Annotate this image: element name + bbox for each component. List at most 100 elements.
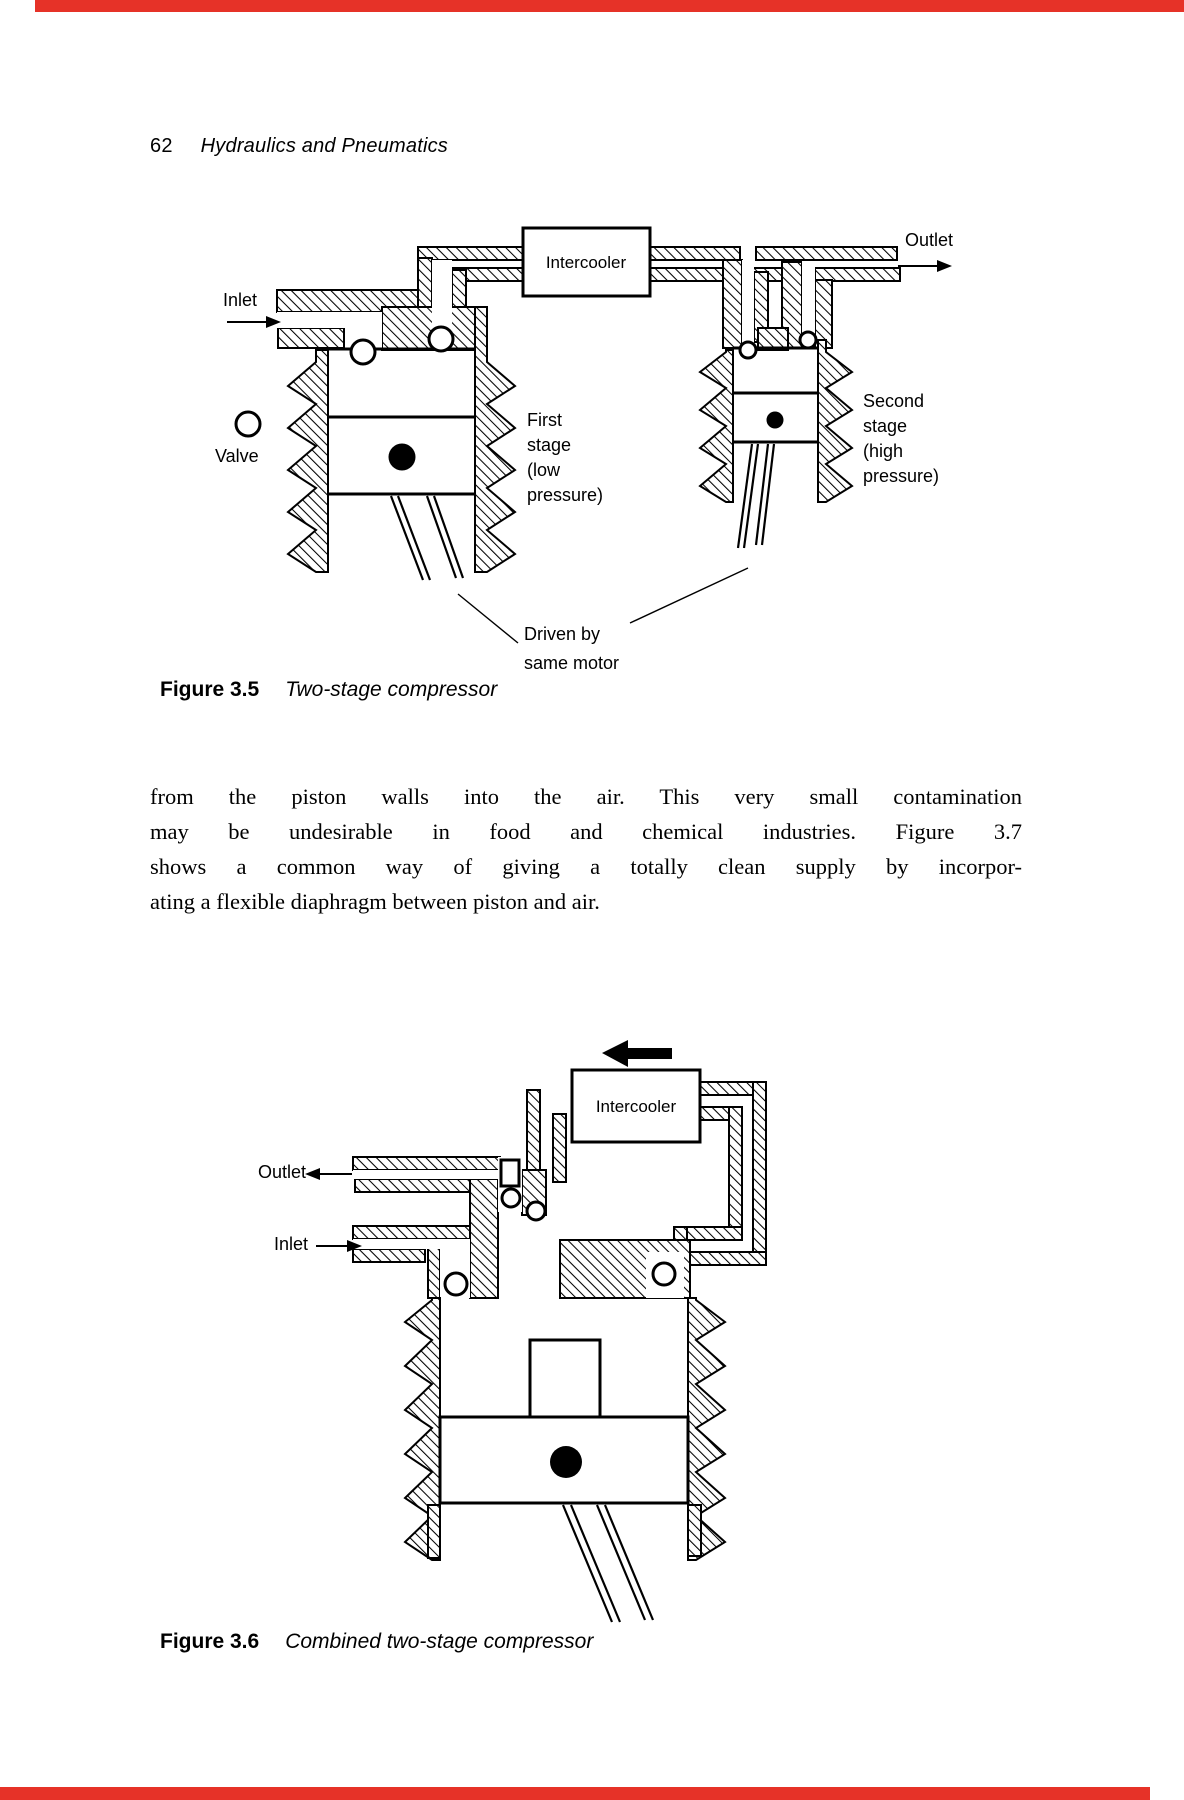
flow-arrow-shaft xyxy=(628,1048,672,1059)
body-paragraph: from the piston walls into the air. This… xyxy=(150,779,1022,919)
piston-pin xyxy=(766,411,784,429)
flow-arrow-head xyxy=(602,1040,628,1067)
running-header: 62 Hydraulics and Pneumatics xyxy=(150,135,448,158)
connecting-rod xyxy=(603,1504,655,1621)
upper-piston-block xyxy=(528,1338,602,1421)
figure-3-5-caption: Figure 3.5 Two-stage compressor xyxy=(160,678,497,702)
outlet-channel xyxy=(353,1170,498,1179)
inlet-valve-ball xyxy=(349,338,377,366)
piston-pin xyxy=(388,443,416,471)
valve-piece xyxy=(499,1158,521,1188)
paragraph-line: ating a flexible diaphragm between pisto… xyxy=(150,889,600,914)
inlet-label: Inlet xyxy=(223,290,257,310)
connecting-rod xyxy=(736,443,754,549)
figure-3-6-caption: Figure 3.6 Combined two-stage compressor xyxy=(160,1630,593,1654)
valve-ball xyxy=(651,1261,677,1287)
inlet-channel xyxy=(353,1239,470,1249)
cylinder-fins-left xyxy=(403,1297,441,1561)
riser-channel xyxy=(432,260,452,338)
first-cylinder-fins-left xyxy=(286,349,329,573)
svg-text:pressure): pressure) xyxy=(863,466,939,486)
intercooler-label: Intercooler xyxy=(546,253,627,272)
inlet-pipe-upper-wall xyxy=(352,1225,471,1240)
connecting-rod xyxy=(396,495,432,581)
connecting-rod xyxy=(742,443,760,549)
page-number: 62 xyxy=(150,135,173,157)
outlet-label: Outlet xyxy=(905,230,953,250)
cylinder-wall-stub xyxy=(687,1504,702,1557)
paragraph-line: from the piston walls into the air. This… xyxy=(150,784,1022,809)
pipe-wall xyxy=(722,259,743,349)
pipe-wall xyxy=(755,246,898,261)
outlet-riser-channel xyxy=(802,261,815,344)
intercooler-label: Intercooler xyxy=(596,1097,677,1116)
scan-edge-marker-top xyxy=(35,0,1184,12)
figure-3-5-caption-label: Figure 3.5 xyxy=(160,678,260,701)
pipe-wall xyxy=(451,269,467,308)
connecting-rod xyxy=(595,1504,647,1621)
outlet-arrow-head xyxy=(937,260,952,272)
svg-text:Second: Second xyxy=(863,391,924,411)
svg-text:Driven by: Driven by xyxy=(524,624,600,644)
valve-ball xyxy=(738,340,758,360)
valve-ball xyxy=(525,1200,547,1222)
svg-text:(high: (high xyxy=(863,441,903,461)
figure-3-5-caption-title: Two-stage compressor xyxy=(285,678,498,701)
valve-body-block xyxy=(469,1178,499,1299)
svg-text:stage: stage xyxy=(863,416,907,436)
figure-3-6-caption-title: Combined two-stage compressor xyxy=(285,1630,594,1653)
connecting-rod xyxy=(432,495,465,579)
pipe-wall xyxy=(552,1113,567,1183)
inlet-arrow-head xyxy=(266,316,281,328)
driven-by-annotation: Driven by same motor xyxy=(524,624,619,673)
connecting-rod xyxy=(760,443,776,546)
outlet-pipe-lower-wall xyxy=(354,1178,471,1193)
second-cylinder-head-block xyxy=(757,327,789,351)
cylinder-wall-stub xyxy=(427,1504,441,1559)
svg-text:pressure): pressure) xyxy=(527,485,603,505)
connecting-rod xyxy=(425,495,458,579)
running-title: Hydraulics and Pneumatics xyxy=(200,135,448,157)
pipe-wall xyxy=(417,257,433,308)
outlet-label: Outlet xyxy=(258,1162,306,1182)
svg-text:same motor: same motor xyxy=(524,653,619,673)
figure-3-6-caption-label: Figure 3.6 xyxy=(160,1630,260,1653)
second-cylinder-fins-right xyxy=(817,339,854,503)
pipe-wall xyxy=(752,1081,767,1266)
piston-pin xyxy=(550,1446,582,1478)
leader-line xyxy=(457,593,519,644)
transfer-valve-ball xyxy=(427,325,455,353)
pipe-wall xyxy=(814,279,833,349)
second-stage-annotation: Second stage (high pressure) xyxy=(863,391,939,486)
connecting-rod xyxy=(754,443,770,546)
inlet-pipe-lower-wall xyxy=(352,1248,426,1263)
inlet-pipe-lower-wall xyxy=(277,327,345,349)
pipe-wall xyxy=(647,246,741,261)
second-cylinder-fins-left xyxy=(698,349,734,503)
svg-text:(low: (low xyxy=(527,460,561,480)
svg-text:First: First xyxy=(527,410,562,430)
outlet-arrow-head xyxy=(305,1168,320,1180)
valve-label: Valve xyxy=(215,446,259,466)
leader-line xyxy=(629,567,749,624)
connecting-rod xyxy=(561,1504,614,1623)
pipe-wall xyxy=(417,246,526,261)
valve-symbol xyxy=(234,410,262,438)
figure-3-5-diagram: Intercooler Inlet Outlet Valve First sta… xyxy=(215,226,953,673)
connecting-rod xyxy=(569,1504,622,1623)
paragraph-line: shows a common way of giving a totally c… xyxy=(150,854,1022,879)
figure-3-6-diagram: Intercooler Outlet Inlet xyxy=(258,1040,767,1623)
valve-ball xyxy=(798,330,818,350)
intercooler-box xyxy=(521,226,652,298)
return-channel xyxy=(742,260,754,344)
first-cylinder-fins-right xyxy=(474,306,517,573)
valve-ball xyxy=(443,1271,469,1297)
outlet-pipe-upper-wall xyxy=(352,1156,501,1171)
svg-text:stage: stage xyxy=(527,435,571,455)
inlet-arrow-head xyxy=(347,1240,362,1252)
cylinder-fins-right xyxy=(687,1297,727,1561)
first-stage-annotation: First stage (low pressure) xyxy=(527,410,603,505)
pipe-wall xyxy=(728,1106,743,1241)
